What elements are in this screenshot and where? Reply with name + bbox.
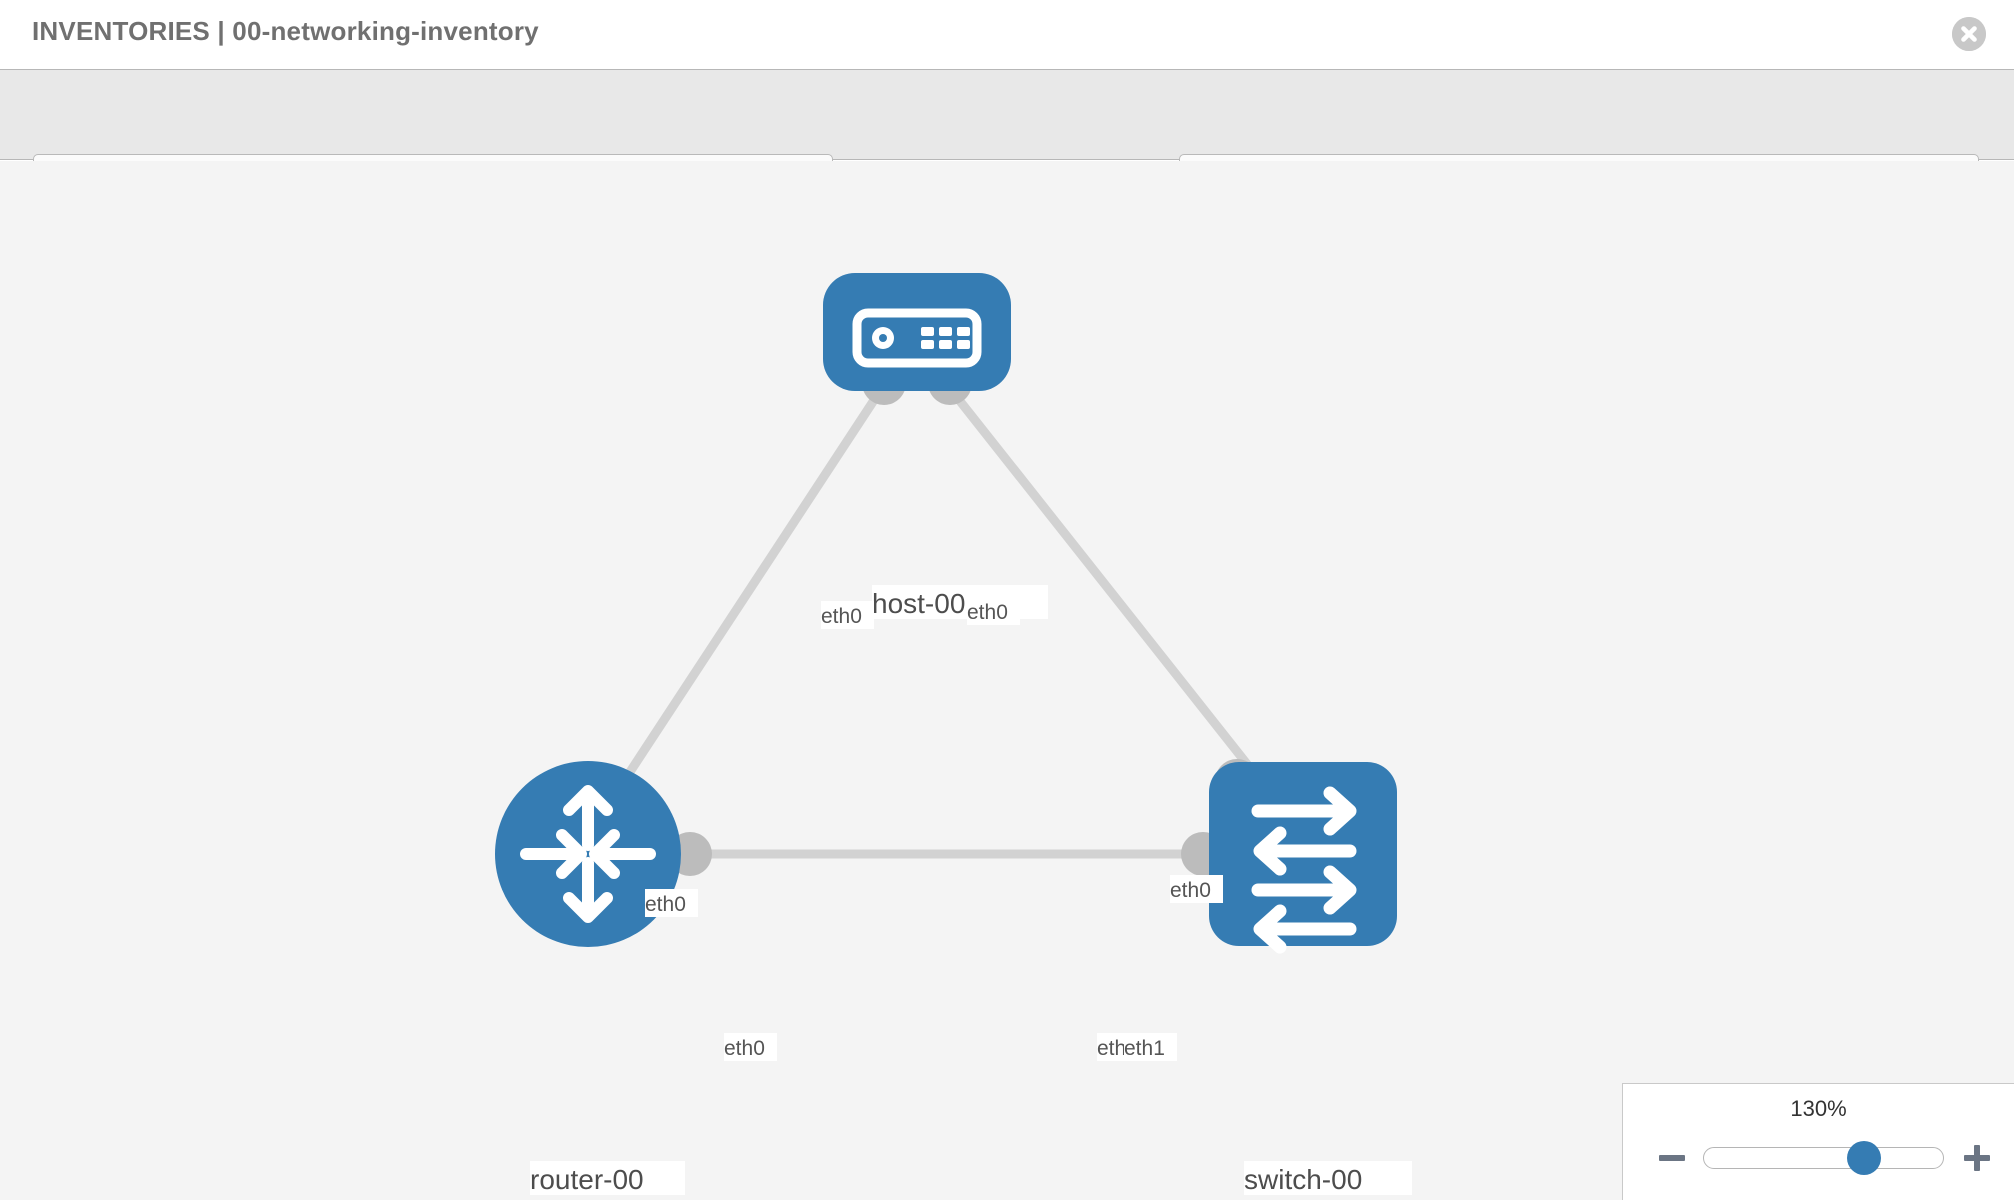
switch-arrows-icon	[1251, 786, 1357, 954]
zoom-level-label: 130%	[1790, 1096, 1847, 1121]
iface-label-switch-left-eth1: eth1	[1124, 1033, 1177, 1061]
page-header: INVENTORIES | 00-networking-inventory	[0, 0, 2014, 70]
iface-label-router-up: eth0	[645, 889, 698, 917]
link-host00-router00[interactable]	[620, 388, 884, 784]
node-label-host-00: host-00	[872, 588, 965, 619]
zoom-control: 130%	[1622, 1083, 2014, 1200]
node-host-00[interactable]: host-00	[823, 273, 1048, 619]
zoom-in-button[interactable]	[1962, 1143, 1992, 1173]
node-router-00[interactable]: router-00	[495, 761, 685, 1195]
minus-icon	[1659, 1155, 1685, 1161]
zoom-out-button[interactable]	[1657, 1143, 1687, 1173]
link-host00-switch00[interactable]	[948, 388, 1266, 786]
iface-label-router-right: eth0	[724, 1033, 777, 1061]
svg-text:eth0: eth0	[967, 601, 1008, 624]
svg-text:eth0: eth0	[1170, 879, 1211, 902]
node-label-switch-00: switch-00	[1244, 1164, 1362, 1195]
interface-labels: eth0 eth0 eth0 eth0 eth0	[645, 597, 1223, 1061]
node-switch-00[interactable]: switch-00	[1209, 762, 1412, 1195]
toolbar: ACTIONS SEARCH	[0, 70, 2014, 207]
plus-icon-vertical	[1974, 1145, 1980, 1171]
page-title: INVENTORIES | 00-networking-inventory	[32, 16, 539, 46]
iface-label-host-right: eth0	[967, 597, 1020, 625]
server-icon	[852, 308, 982, 368]
graph-links	[620, 388, 1266, 859]
topology-graph[interactable]: host-00	[0, 161, 2014, 1200]
svg-text:eth0: eth0	[821, 605, 862, 628]
zoom-slider-thumb[interactable]	[1847, 1141, 1882, 1175]
svg-text:eth0: eth0	[724, 1037, 765, 1060]
iface-label-switch-up: eth0	[1170, 875, 1223, 903]
router-arrows-icon	[520, 785, 656, 923]
topology-canvas[interactable]: host-00	[0, 161, 2014, 1200]
svg-text:eth1: eth1	[1124, 1037, 1165, 1060]
zoom-slider[interactable]	[1703, 1141, 1944, 1175]
iface-label-host-left: eth0	[821, 601, 874, 629]
zoom-slider-row	[1623, 1136, 2014, 1180]
svg-text:eth0: eth0	[645, 893, 686, 916]
node-label-router-00: router-00	[530, 1164, 644, 1195]
close-icon[interactable]	[1952, 17, 1986, 51]
